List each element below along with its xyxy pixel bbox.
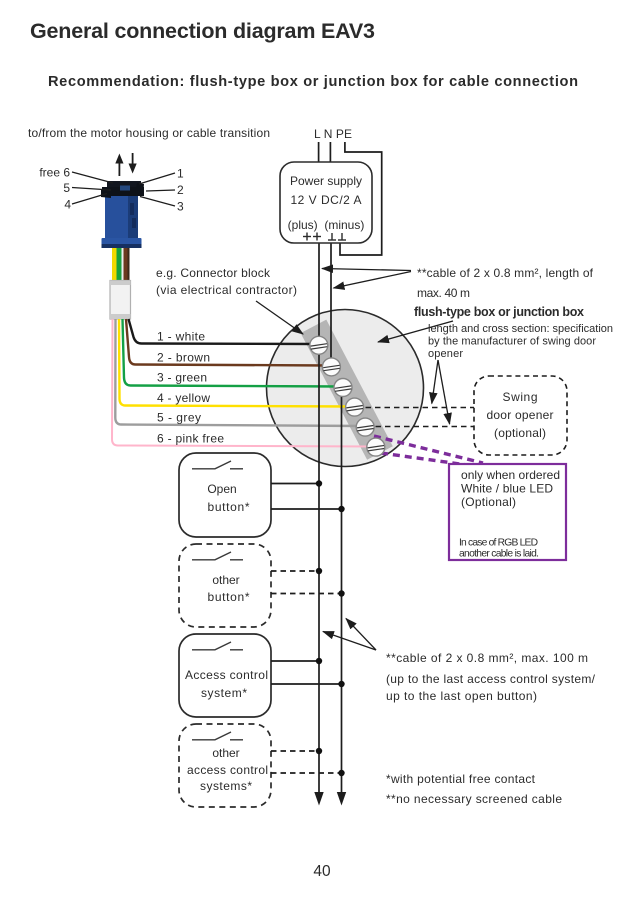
svg-text:opener: opener	[428, 348, 463, 360]
svg-text:door opener: door opener	[487, 408, 554, 422]
svg-text:(via electrical contractor): (via electrical contractor)	[156, 283, 297, 297]
svg-text:**cable of 2 x 0.8 mm², max. 1: **cable of 2 x 0.8 mm², max. 100 m	[386, 651, 588, 665]
svg-text:Access control: Access control	[185, 668, 268, 682]
svg-text:systems*: systems*	[200, 779, 252, 793]
svg-text:(up to the last access control: (up to the last access control system/	[386, 672, 596, 686]
svg-text:other: other	[212, 573, 239, 587]
svg-text:Recommendation: flush-type box: Recommendation: flush-type box or juncti…	[48, 74, 578, 90]
svg-text:In case of RGB LED: In case of RGB LED	[459, 538, 538, 549]
svg-text:access control: access control	[187, 763, 268, 777]
svg-text:up to the last open button): up to the last open button)	[386, 689, 537, 703]
svg-text:e.g. Connector block: e.g. Connector block	[156, 266, 271, 280]
svg-text:5 - grey: 5 - grey	[157, 411, 201, 425]
svg-text:5: 5	[63, 181, 70, 195]
svg-text:*with potential free contact: *with potential free contact	[386, 772, 536, 786]
svg-text:system*: system*	[201, 686, 247, 700]
svg-text:to/from the motor housing or c: to/from the motor housing or cable trans…	[28, 126, 270, 140]
svg-text:other: other	[212, 746, 239, 760]
svg-text:button*: button*	[208, 590, 250, 604]
svg-text:(plus) (minus): (plus) (minus)	[288, 218, 365, 232]
svg-text:**cable of 2 x 0.8 mm², length: **cable of 2 x 0.8 mm², length of	[417, 266, 594, 280]
svg-text:Power supply: Power supply	[290, 174, 362, 188]
svg-text:2: 2	[177, 183, 184, 197]
svg-text:L N PE: L N PE	[314, 127, 352, 141]
svg-text:General connection diagram EAV: General connection diagram EAV3	[30, 19, 375, 43]
svg-text:by the manufacturer of swing d: by the manufacturer of swing door	[428, 336, 596, 348]
svg-text:another cable is laid.: another cable is laid.	[459, 549, 539, 560]
svg-text:40: 40	[313, 863, 331, 880]
svg-text:free 6: free 6	[39, 166, 70, 180]
svg-text:4 - yellow: 4 - yellow	[157, 391, 210, 405]
svg-text:1: 1	[177, 167, 184, 181]
svg-text:button*: button*	[208, 500, 250, 514]
svg-text:only when ordered: only when ordered	[461, 468, 560, 482]
svg-text:(Optional): (Optional)	[461, 495, 516, 509]
svg-text:2 - brown: 2 - brown	[157, 351, 210, 365]
svg-text:(optional): (optional)	[494, 426, 546, 440]
svg-text:max. 40 m: max. 40 m	[417, 286, 470, 300]
svg-text:4: 4	[64, 198, 71, 212]
svg-text:1 - white: 1 - white	[157, 330, 205, 344]
svg-text:length and cross section: spec: length and cross section: specification	[428, 323, 613, 335]
svg-text:12 V DC/2 A: 12 V DC/2 A	[291, 193, 362, 207]
svg-text:3: 3	[177, 200, 184, 214]
svg-text:Open: Open	[207, 482, 236, 496]
svg-text:**no necessary screened cable: **no necessary screened cable	[386, 792, 562, 806]
svg-text:White / blue LED: White / blue LED	[461, 482, 553, 496]
svg-text:Swing: Swing	[503, 390, 538, 404]
svg-text:flush-type box or junction box: flush-type box or junction box	[414, 305, 584, 319]
svg-text:6 - pink free: 6 - pink free	[157, 432, 224, 446]
svg-text:3 - green: 3 - green	[157, 371, 207, 385]
